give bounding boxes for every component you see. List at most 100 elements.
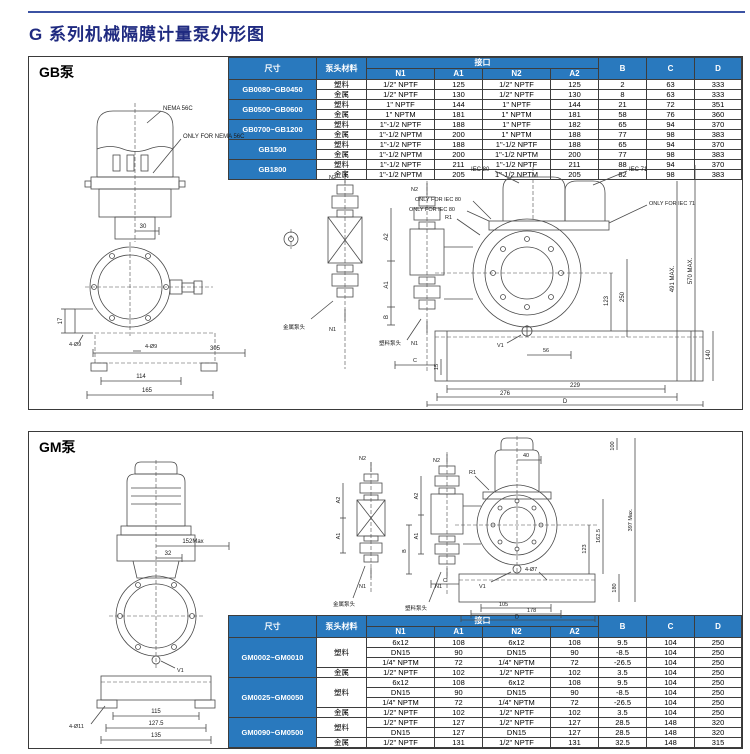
header-cell: B [598, 57, 647, 80]
table-cell: 1" NPTM [482, 129, 551, 140]
dim-115: 115 [151, 709, 161, 715]
table-cell: 98 [646, 149, 695, 160]
label-n2-metal: N2 [359, 456, 366, 462]
label-n1-metal: N1 [359, 584, 366, 590]
table-cell: 333 [694, 79, 742, 90]
table-cell: 127 [434, 717, 483, 728]
dim-56: 56 [543, 348, 549, 354]
table-cell: 9.5 [598, 677, 647, 688]
header-cell: B [598, 615, 647, 638]
table-cell: 72 [550, 697, 599, 708]
dim-570-max: 570 MAX. [688, 258, 694, 285]
gm-panel-label: GM泵 [39, 439, 76, 455]
label-n1-metal: N1 [329, 327, 336, 333]
table-cell: 102 [550, 707, 599, 718]
dim-a2: A2 [384, 233, 390, 241]
header-material: 泵头材料 [316, 57, 367, 80]
label-metal-head: 金属泵头 [333, 600, 356, 608]
table-cell: 250 [694, 637, 742, 648]
table-cell: 1" NPTF [482, 99, 551, 110]
material-cell: 塑料 [316, 717, 367, 738]
header-cell: C [646, 615, 695, 638]
table-cell: 250 [694, 687, 742, 698]
table-cell: 1/2" NPTF [482, 717, 551, 728]
material-cell: 塑料 [316, 79, 367, 90]
label-plastic-head: 塑料泵头 [405, 604, 428, 612]
material-cell: 金属 [316, 667, 367, 678]
table-cell: 77 [598, 149, 647, 160]
table-cell: 72 [434, 657, 483, 668]
dim-15: 15 [434, 364, 440, 370]
table-cell: 320 [694, 727, 742, 738]
dim-c: C [413, 358, 417, 364]
table-cell: 1/4" NPTM [482, 657, 551, 668]
dim-d: D [515, 615, 519, 621]
holes-4d11: 4-Ø11 [69, 724, 84, 730]
holes-4d9-left: 4-Ø9 [69, 342, 81, 348]
top-rule [28, 11, 745, 13]
table-cell: 102 [434, 707, 483, 718]
dim-229: 229 [570, 383, 581, 389]
table-cell: 1"-1/2 NPTM [366, 149, 435, 160]
table-cell: 181 [434, 109, 483, 120]
table-cell: 108 [434, 677, 483, 688]
table-cell: -8.5 [598, 687, 647, 698]
table-cell: 1/2" NPTF [366, 717, 435, 728]
table-cell: -26.5 [598, 657, 647, 668]
table-cell: 250 [694, 697, 742, 708]
table-cell: DN15 [482, 687, 551, 698]
dim-a2-metal: A2 [336, 497, 342, 504]
label-r1: R1 [445, 215, 452, 221]
table-cell: 250 [694, 677, 742, 688]
table-cell: 6x12 [482, 637, 551, 648]
table-cell: 188 [434, 119, 483, 130]
table-cell: 6x12 [366, 637, 435, 648]
table-cell: 77 [598, 129, 647, 140]
table-cell: 370 [694, 139, 742, 150]
header-cell: C [646, 57, 695, 80]
dim-276: 276 [500, 391, 511, 397]
holes-4d9-right: 4-Ø9 [145, 344, 157, 350]
dim-b: B [384, 315, 390, 319]
table-cell: 315 [694, 737, 742, 748]
header-material: 泵头材料 [316, 615, 367, 638]
label-nema-56c: NEMA 56C [163, 106, 193, 112]
holes-4d7: 4-Ø7 [525, 567, 537, 573]
table-cell: 144 [434, 99, 483, 110]
dim-c: C [443, 578, 447, 584]
table-cell: 102 [550, 667, 599, 678]
label-n2-metal: N2 [329, 175, 336, 181]
table-cell: 131 [550, 737, 599, 748]
table-cell: 90 [434, 647, 483, 658]
table-cell: 200 [550, 149, 599, 160]
dim-30: 30 [140, 224, 147, 230]
table-cell: 90 [434, 687, 483, 698]
label-v1: V1 [479, 584, 486, 590]
dim-a1: A1 [414, 533, 420, 540]
page-title: G 系列机械隔膜计量泵外形图 [29, 25, 265, 44]
table-cell: 333 [694, 89, 742, 100]
table-cell: 125 [550, 79, 599, 90]
gb-panel-label: GB泵 [39, 64, 74, 80]
table-cell: 1/2" NPTF [366, 667, 435, 678]
table-cell: 104 [646, 647, 695, 658]
dim-d: D [563, 399, 568, 405]
table-cell: 1"-1/2 NPTF [366, 139, 435, 150]
table-cell: 104 [646, 697, 695, 708]
dim-180: 180 [612, 583, 618, 592]
table-cell: 32.5 [598, 737, 647, 748]
table-cell: 1/2" NPTF [482, 707, 551, 718]
size-cell: GM0025~GM0050 [228, 677, 317, 718]
size-cell: GM0002~GM0010 [228, 637, 317, 678]
header-cell: D [694, 57, 742, 80]
table-cell: 1/2" NPTF [366, 707, 435, 718]
dim-100: 100 [610, 441, 616, 450]
dim-178: 178 [527, 608, 536, 614]
